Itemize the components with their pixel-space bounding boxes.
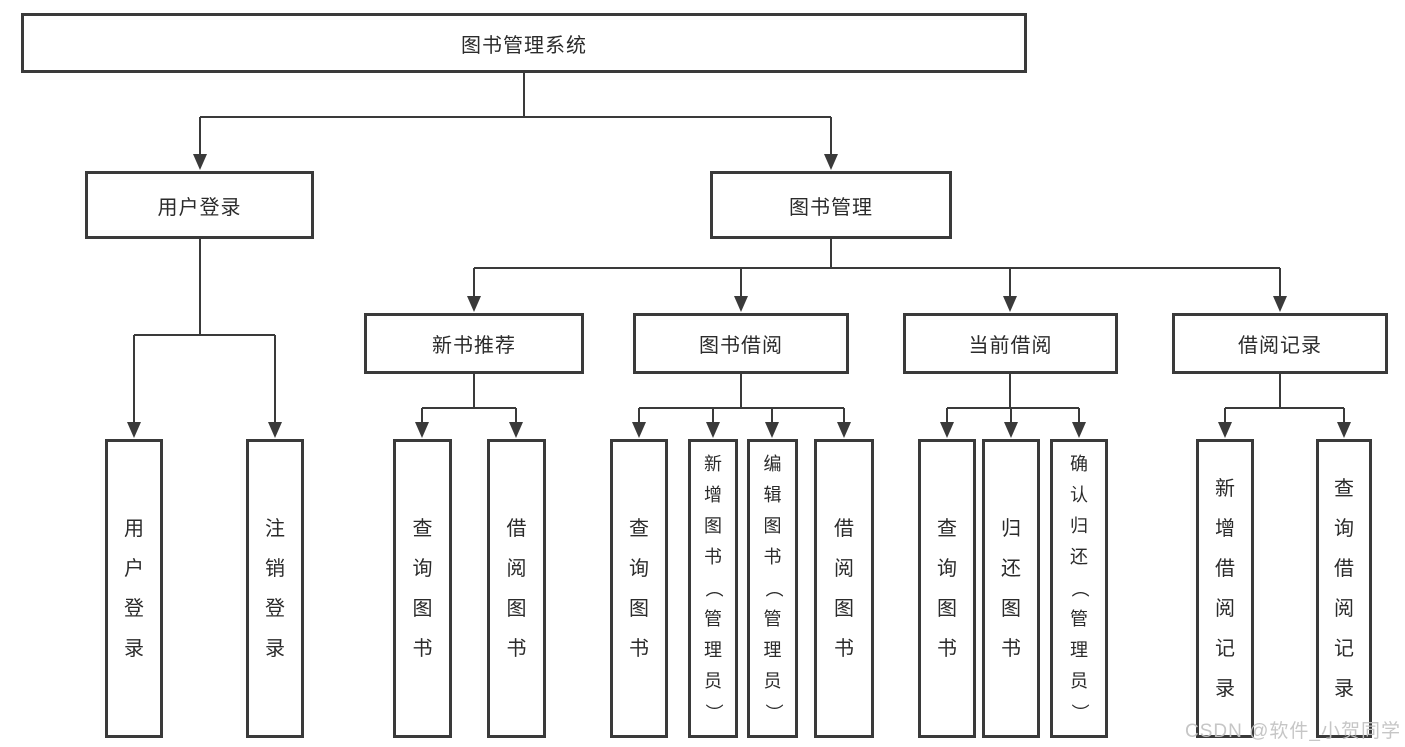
node-borrow-records: 借阅记录 bbox=[1172, 313, 1388, 374]
node-new-book-recommend-label: 新书推荐 bbox=[432, 335, 516, 357]
leaf-query-borrow-record: 查询借阅记录 bbox=[1316, 439, 1372, 738]
leaf-add-books-admin: 新增图书（管理员） bbox=[688, 439, 738, 738]
leaf-edit-books-admin: 编辑图书（管理员） bbox=[747, 439, 798, 738]
node-book-management: 图书管理 bbox=[710, 171, 952, 239]
node-user-login: 用户登录 bbox=[85, 171, 314, 239]
node-book-borrow: 图书借阅 bbox=[633, 313, 849, 374]
node-borrow-records-label: 借阅记录 bbox=[1238, 335, 1322, 357]
node-current-borrow-label: 当前借阅 bbox=[968, 335, 1053, 357]
leaf-query-books-current: 查询图书 bbox=[918, 439, 976, 738]
leaf-logout: 注销登录 bbox=[246, 439, 304, 738]
leaf-borrow-books-recommend: 借阅图书 bbox=[487, 439, 546, 738]
leaf-add-borrow-record: 新增借阅记录 bbox=[1196, 439, 1254, 738]
leaf-borrow-books: 借阅图书 bbox=[814, 439, 874, 738]
node-book-borrow-label: 图书借阅 bbox=[699, 335, 783, 357]
node-new-book-recommend: 新书推荐 bbox=[364, 313, 584, 374]
leaf-query-books-recommend: 查询图书 bbox=[393, 439, 452, 738]
leaf-return-books: 归还图书 bbox=[982, 439, 1040, 738]
leaf-query-books-borrow: 查询图书 bbox=[610, 439, 668, 738]
node-root: 图书管理系统 bbox=[21, 13, 1027, 73]
node-current-borrow: 当前借阅 bbox=[903, 313, 1118, 374]
leaf-confirm-return-admin: 确认归还（管理员） bbox=[1050, 439, 1108, 738]
arrowheads bbox=[127, 154, 1351, 438]
node-user-login-label: 用户登录 bbox=[157, 196, 242, 219]
leaf-user-login: 用户登录 bbox=[105, 439, 163, 738]
node-root-label: 图书管理系统 bbox=[461, 34, 587, 57]
node-book-management-label: 图书管理 bbox=[789, 196, 873, 219]
watermark: CSDN @软件_小贺同学 bbox=[1185, 721, 1401, 742]
